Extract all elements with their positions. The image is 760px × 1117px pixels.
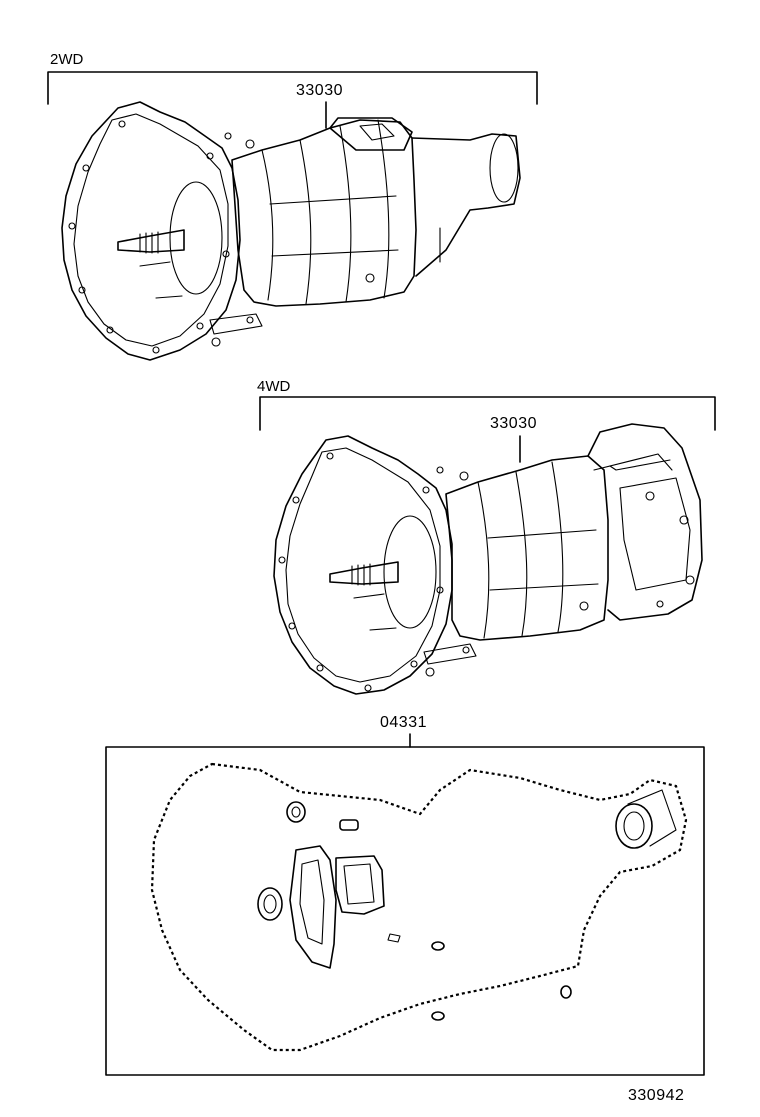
transfer-case <box>587 423 703 621</box>
plug-3 <box>431 1011 445 1021</box>
shift-linkage <box>423 643 477 665</box>
front-bearing-retainer <box>383 515 437 629</box>
bracket-4wd <box>259 396 716 431</box>
transmission-2wd <box>61 101 521 361</box>
gasket-outline <box>150 762 688 1052</box>
case-rib <box>261 149 274 301</box>
figure-id: 330942 <box>628 1087 684 1104</box>
clip-1 <box>387 933 401 943</box>
rear-seal-opening <box>489 133 519 203</box>
shift-linkage <box>209 313 263 335</box>
part-number-4wd: 33030 <box>490 415 537 432</box>
main-case <box>231 119 417 307</box>
front-oil-seal <box>257 887 283 921</box>
variant-label-2wd: 2WD <box>50 51 84 68</box>
variant-label-4wd: 4WD <box>257 378 291 395</box>
part-number-2wd: 33030 <box>296 82 343 99</box>
small-seal-1 <box>286 801 306 823</box>
main-case <box>445 455 609 641</box>
bell-housing-flange <box>73 113 229 347</box>
o-ring-1 <box>339 819 359 831</box>
bell-housing-outline <box>61 101 241 361</box>
bracket-2wd <box>47 71 538 105</box>
case-rib <box>477 481 490 639</box>
flange-bolts <box>278 452 444 692</box>
bell-housing-outline <box>273 435 453 695</box>
rear-oil-seal <box>615 803 653 849</box>
plug-2 <box>560 985 572 999</box>
group-gasket-kit: 04331 <box>105 714 705 1076</box>
shift-cover-gasket <box>289 845 337 969</box>
gasket-kit-box <box>105 746 705 1076</box>
group-4wd: 4WD 33030 <box>257 378 716 695</box>
group-2wd: 2WD 33030 <box>47 51 538 361</box>
shift-tower <box>329 117 413 151</box>
extension-housing <box>411 133 521 277</box>
input-shaft <box>117 229 185 253</box>
flange-bolts <box>68 120 230 354</box>
bell-housing-flange <box>285 447 441 683</box>
transmission-4wd <box>273 423 703 695</box>
plug-1 <box>431 941 445 951</box>
gasket-kit-part-number: 04331 <box>380 714 427 731</box>
input-shaft <box>329 561 399 585</box>
shift-tower-gasket <box>335 855 385 915</box>
front-bearing-retainer <box>169 181 223 295</box>
